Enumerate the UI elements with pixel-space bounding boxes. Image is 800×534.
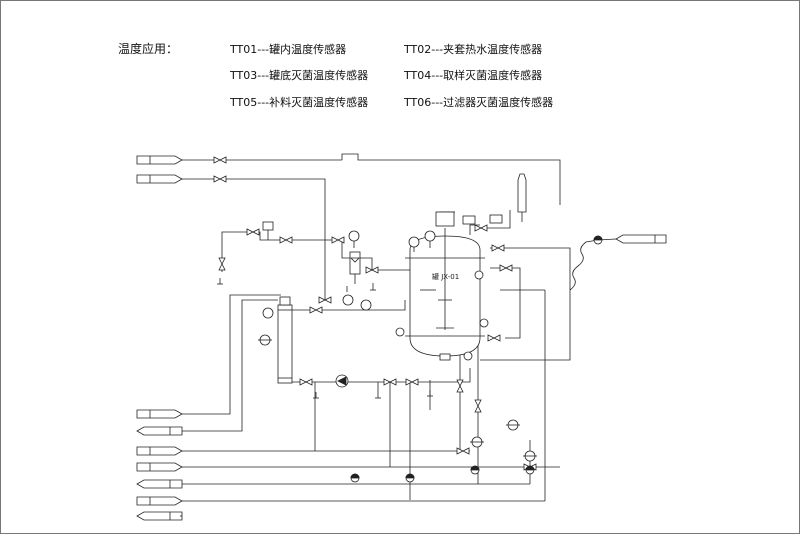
valve — [318, 296, 332, 304]
pressure-gauge — [479, 318, 489, 328]
flow-meter — [350, 473, 360, 483]
pipe-terminal-arrow — [136, 409, 183, 419]
fermenter-tank: 罐 JX-01 — [405, 211, 485, 361]
flow-meter — [525, 465, 535, 475]
pipe-terminal-arrow — [136, 155, 183, 165]
valves — [213, 156, 537, 471]
pressure-gauge — [360, 299, 372, 311]
legend-item-tt04: TT04---取样灭菌温度传感器 — [404, 69, 543, 82]
pipe-terminal-arrow — [136, 174, 183, 184]
drain-symbols — [217, 278, 433, 399]
pressure-gauge — [474, 270, 484, 280]
pressure-gauge — [395, 327, 405, 337]
flow-meter — [470, 465, 480, 475]
valve — [279, 236, 293, 244]
legend-title: 温度应用： — [118, 42, 179, 56]
pressure-gauge — [463, 351, 473, 361]
valve — [474, 224, 488, 232]
valve — [309, 306, 323, 314]
pipe-terminal-right — [615, 234, 667, 244]
filter-cylinder — [277, 296, 293, 384]
valve — [383, 378, 397, 386]
legend-item-tt05: TT05---补料灭菌温度传感器 — [230, 96, 369, 109]
legend-item-tt01: TT01---罐内温度传感器 — [230, 43, 347, 56]
valve — [213, 175, 227, 183]
pipe-terminal-arrow — [136, 511, 183, 521]
pressure-gauge — [408, 236, 420, 252]
control-valve-stack — [262, 214, 503, 284]
legend-item-tt03: TT03---罐底灭菌温度传感器 — [230, 69, 369, 82]
pressure-gauge — [262, 307, 274, 319]
flow-meter — [593, 235, 603, 245]
temperature-gauge — [523, 450, 537, 462]
valve — [491, 244, 505, 252]
valve — [456, 379, 464, 393]
pipe-terminal-arrow — [136, 426, 183, 436]
valve — [405, 378, 419, 386]
pipe-terminal-arrow — [136, 479, 183, 489]
valve — [499, 264, 513, 272]
valve — [331, 236, 345, 244]
pressure-gauge — [258, 334, 272, 346]
pipe-terminal-arrow — [136, 446, 183, 456]
legend-item-tt02: TT02---夹套热水温度传感器 — [404, 43, 543, 56]
valve — [218, 257, 226, 271]
pipe-terminal-group-left — [136, 155, 183, 521]
flow-meter — [405, 473, 415, 483]
valve — [474, 399, 482, 413]
instruments — [258, 230, 603, 483]
temperature-gauge — [506, 419, 520, 431]
temperature-gauge — [470, 436, 484, 448]
pipe-terminal-arrow — [136, 496, 183, 506]
pressure-gauge — [424, 230, 436, 248]
pump — [335, 374, 349, 388]
pressure-gauge — [348, 230, 360, 248]
pipe-terminal-arrow — [136, 462, 183, 472]
valve — [365, 266, 379, 274]
tank-label: 罐 JX-01 — [432, 272, 459, 281]
exhaust-column — [517, 173, 527, 222]
valve — [487, 334, 501, 342]
pressure-gauge — [342, 294, 354, 306]
legend-item-tt06: TT06---过滤器灭菌温度传感器 — [404, 96, 554, 109]
valve — [456, 447, 470, 455]
valve — [246, 228, 260, 236]
valve — [213, 156, 227, 164]
valve — [299, 378, 313, 386]
